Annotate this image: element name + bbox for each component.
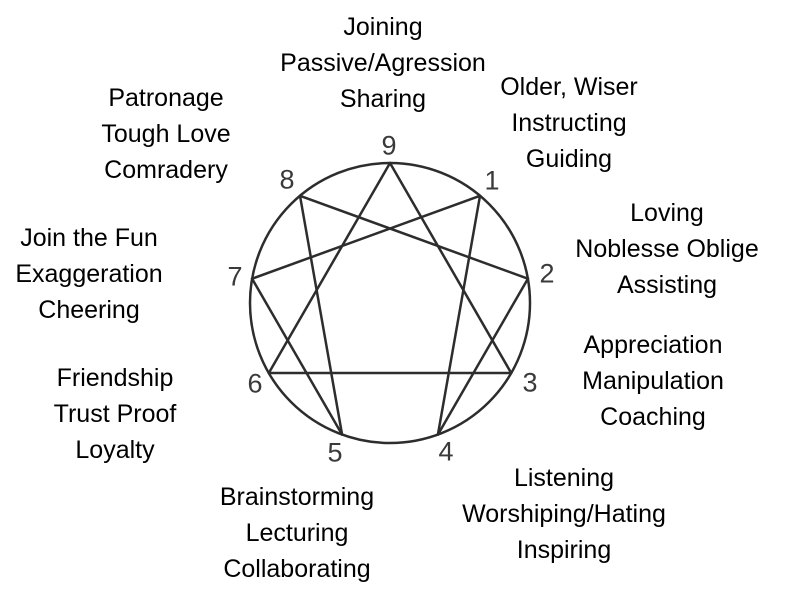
label-line: Noblesse Oblige [575,235,759,263]
label-line: Trust Proof [53,400,177,428]
label-group-4: Listening Worshiping/Hating Inspiring [462,460,666,568]
connection-line-2-8 [298,194,530,280]
point-number-5: 5 [327,437,343,468]
label-line: Lecturing [245,519,349,547]
point-number-2: 2 [539,258,555,289]
label-line: Listening [513,464,615,492]
connection-line-1-4 [436,194,482,436]
connection-line-8-5 [298,194,344,436]
point-number-8: 8 [279,164,295,195]
label-group-1: Older, Wiser Instructing Guiding [500,69,638,177]
label-line: Collaborating [223,555,371,583]
connection-line-9-3 [388,161,513,375]
label-line: Assisting [616,271,718,299]
label-group-9: Joining Passive/Agression Sharing [280,9,486,117]
connection-line-4-2 [436,277,530,436]
label-line: Joining [343,13,423,41]
point-number-4: 4 [438,436,454,467]
connection-line-7-1 [250,194,482,280]
point-number-6: 6 [247,368,263,399]
label-line: Join the Fun [20,224,158,252]
label-group-2: Loving Noblesse Oblige Assisting [575,195,758,303]
label-line: Cheering [38,296,140,324]
label-group-7: Join the Fun Exaggeration Cheering [15,220,162,328]
point-number-3: 3 [522,367,538,398]
label-line: Worshiping/Hating [462,500,666,528]
label-line: Loyalty [75,436,155,464]
label-line: Inspiring [516,536,612,564]
point-number-9: 9 [381,130,397,161]
label-group-6: Friendship Trust Proof Loyalty [54,360,177,468]
label-group-8: Patronage Tough Love Comradery [101,80,230,188]
label-line: Tough Love [101,120,231,148]
point-number-1: 1 [484,165,500,196]
label-line: Guiding [525,145,613,173]
label-line: Brainstorming [219,483,375,511]
label-line: Coaching [600,403,706,431]
label-group-3: Appreciation Manipulation Coaching [582,327,724,435]
connection-line-5-7 [250,277,344,436]
label-group-5: Brainstorming Lecturing Collaborating [220,479,374,587]
enneagram-circle [248,161,532,445]
label-line: Exaggeration [15,260,163,288]
label-line: Instructing [511,109,627,137]
connection-line-6-9 [267,161,392,375]
label-line: Appreciation [583,331,723,359]
label-line: Comradery [104,156,228,184]
label-line: Manipulation [582,367,724,395]
label-line: Loving [630,199,704,227]
label-line: Older, Wiser [500,73,638,101]
label-line: Passive/Agression [280,49,486,77]
point-number-7: 7 [227,261,243,292]
label-line: Patronage [108,84,224,112]
label-line: Sharing [339,85,427,113]
label-line: Friendship [56,364,174,392]
